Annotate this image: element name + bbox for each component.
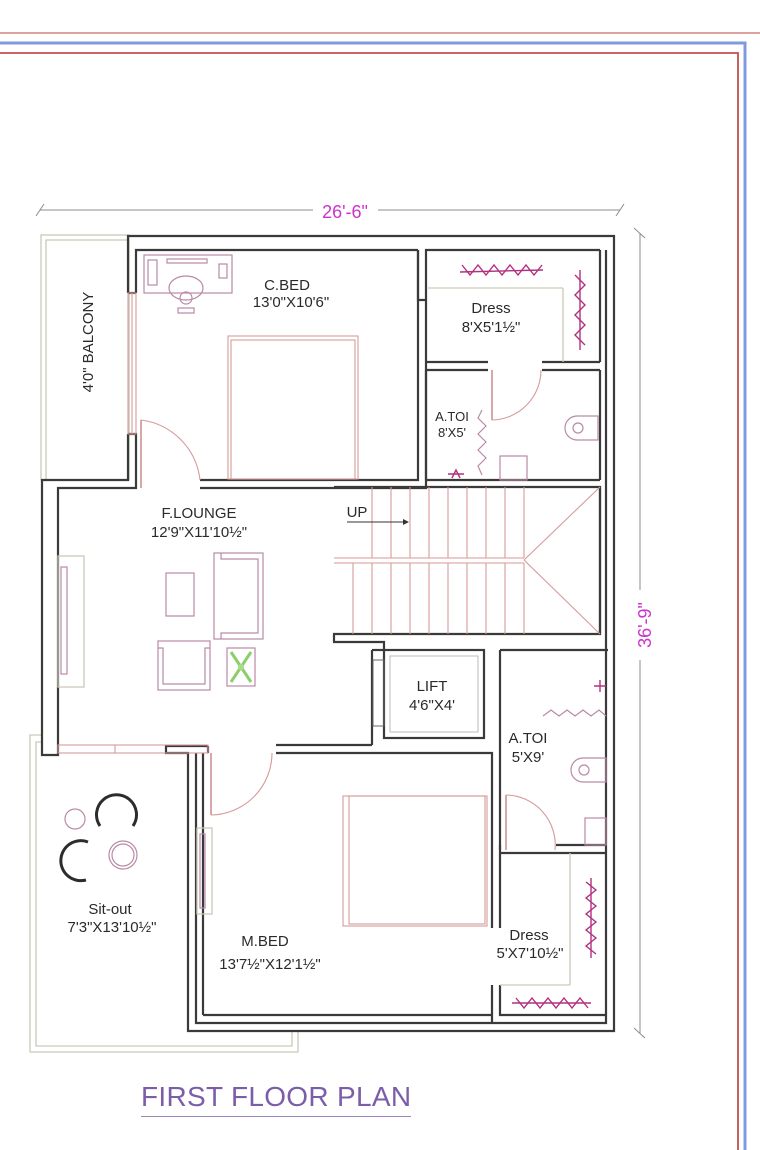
sit-out-outline xyxy=(29,734,299,1053)
sitout-chairs xyxy=(59,793,138,883)
sheet-border xyxy=(0,32,760,1150)
lift-door xyxy=(372,659,385,727)
room-name-sit-out: Sit-out xyxy=(88,901,132,918)
room-name-c-bed: C.BED xyxy=(264,277,310,294)
room-size-m-bed: 13'7½"X12'1½" xyxy=(219,956,320,973)
depth-dimension-label: 36'-9" xyxy=(635,602,655,648)
room-size-sit-out: 7'3"X13'10½" xyxy=(68,919,157,936)
room-size-c-bed: 13'0"X10'6" xyxy=(253,294,329,311)
doors xyxy=(140,369,556,851)
width-dimension-line xyxy=(35,203,625,217)
room-size-f-lounge: 12'9"X11'10½" xyxy=(151,524,247,541)
drawing-title: FIRST FLOOR PLAN xyxy=(141,1080,412,1117)
room-name-dress-1: Dress xyxy=(471,300,510,317)
width-dimension-label: 26'-6" xyxy=(322,202,368,222)
room-name-m-bed: M.BED xyxy=(241,933,289,950)
exterior-walls xyxy=(40,234,616,1033)
room-name-balcony: 4'0" BALCONY xyxy=(80,292,97,393)
interior-walls xyxy=(200,248,608,1023)
lift-car xyxy=(389,655,479,733)
room-name-dress-2: Dress xyxy=(509,927,548,944)
stair-up-label: UP xyxy=(347,504,368,521)
room-size-a-toi-1: 8'X5' xyxy=(438,425,466,440)
room-name-a-toi-1: A.TOI xyxy=(435,409,469,424)
cbed-double-bed xyxy=(227,335,359,480)
room-name-lift: LIFT xyxy=(417,678,448,695)
toilet2-fixtures xyxy=(542,680,607,846)
dress2-wardrobe xyxy=(500,853,598,1010)
room-size-a-toi-2: 5'X9' xyxy=(512,749,545,766)
mbed-wardrobe xyxy=(196,827,213,915)
room-size-dress-1: 8'X5'1½" xyxy=(462,319,521,336)
study-desk xyxy=(143,254,233,314)
room-name-f-lounge: F.LOUNGE xyxy=(161,505,236,522)
mbed-double-bed xyxy=(342,795,488,927)
plant-icon xyxy=(229,651,253,683)
room-size-lift: 4'6"X4' xyxy=(409,697,455,714)
room-size-dress-2: 5'X7'10½" xyxy=(497,945,564,962)
stair-arrow-icon xyxy=(403,519,409,525)
room-name-a-toi-2: A.TOI xyxy=(509,730,548,747)
windows xyxy=(57,292,209,754)
toilet1-fixtures xyxy=(448,409,599,481)
staircase xyxy=(334,486,601,635)
depth-dimension-line xyxy=(633,227,646,1039)
dress1-wardrobe xyxy=(428,263,586,362)
lounge-furniture xyxy=(57,552,264,691)
